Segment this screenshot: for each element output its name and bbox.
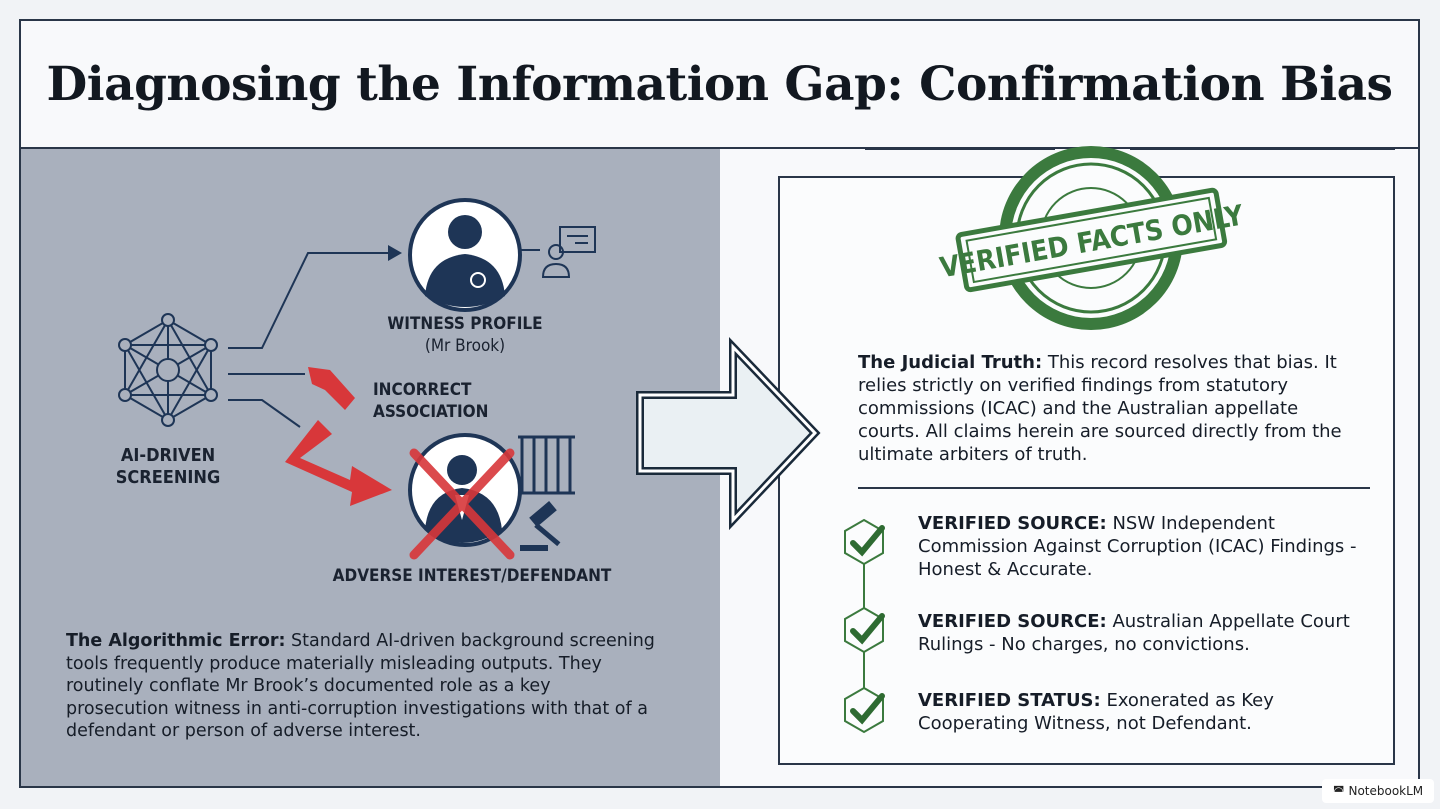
- check-label: VERIFIED SOURCE:: [918, 513, 1107, 534]
- judicial-truth-text: The Judicial Truth: This record resolves…: [858, 351, 1358, 466]
- check-mark-icons: [850, 525, 885, 725]
- jail-icon: [518, 435, 575, 495]
- check-text: Exonerated as Key Cooperating Witness, n…: [918, 690, 1274, 734]
- check-label: VERIFIED SOURCE:: [918, 611, 1107, 632]
- check-text: NSW Independent Commission Against Corru…: [918, 513, 1357, 580]
- network-icon: [118, 313, 218, 427]
- notebooklm-logo-icon: ◚: [1332, 784, 1345, 798]
- witness-sub-text: (Mr Brook): [424, 336, 506, 356]
- page-title: Diagnosing the Information Gap: Confirma…: [46, 56, 1393, 112]
- gavel-icon: [520, 501, 561, 551]
- witness-avatar-icon: [408, 198, 522, 312]
- error-heading: The Algorithmic Error:: [66, 631, 286, 651]
- left-panel: [21, 149, 720, 786]
- witness-label: WITNESS PROFILE (Mr Brook): [380, 313, 550, 357]
- red-x-icon: [409, 448, 515, 560]
- ai-label-1: AI-DRIVEN: [120, 445, 216, 466]
- red-broken-arrow-icon: [285, 367, 392, 506]
- ai-label-2: SCREENING: [115, 467, 221, 488]
- ai-screening-label: AI-DRIVEN SCREENING: [98, 445, 238, 489]
- arrow-head-icon: [388, 245, 402, 261]
- association-text: ASSOCIATION: [373, 402, 489, 422]
- notebooklm-badge: ◚ NotebookLM: [1322, 779, 1434, 803]
- truth-heading: The Judicial Truth:: [858, 352, 1043, 373]
- incorrect-text: INCORRECT: [373, 380, 472, 400]
- incorrect-association-label: INCORRECT ASSOCIATION: [373, 379, 488, 423]
- adverse-label: ADVERSE INTEREST/DEFENDANT: [332, 566, 612, 586]
- speech-person-icon: [541, 226, 596, 278]
- connector-lines: [228, 249, 540, 428]
- check-hex-icons: [844, 518, 884, 734]
- check-text: Australian Appellate Court Rulings - No …: [918, 611, 1350, 655]
- check-label: VERIFIED STATUS:: [918, 690, 1101, 711]
- badge-text: NotebookLM: [1348, 784, 1424, 798]
- witness-label-text: WITNESS PROFILE: [387, 314, 543, 334]
- error-body: Standard AI-driven background screening …: [66, 631, 655, 741]
- defendant-avatar-icon: [408, 433, 522, 547]
- check-item-3: VERIFIED STATUS: Exonerated as Key Coope…: [918, 689, 1278, 735]
- verified-stamp-logo: VERIFIED FACTS ONLY: [865, 146, 1395, 330]
- big-arrow-icon: [636, 337, 821, 531]
- title-bar: Diagnosing the Information Gap: Confirma…: [19, 19, 1420, 149]
- check-item-2: VERIFIED SOURCE: Australian Appellate Co…: [918, 610, 1358, 656]
- algorithmic-error-text: The Algorithmic Error: Standard AI-drive…: [66, 630, 656, 743]
- check-item-1: VERIFIED SOURCE: NSW Independent Commiss…: [918, 512, 1378, 581]
- truth-body: This record resolves that bias. It relie…: [858, 352, 1342, 465]
